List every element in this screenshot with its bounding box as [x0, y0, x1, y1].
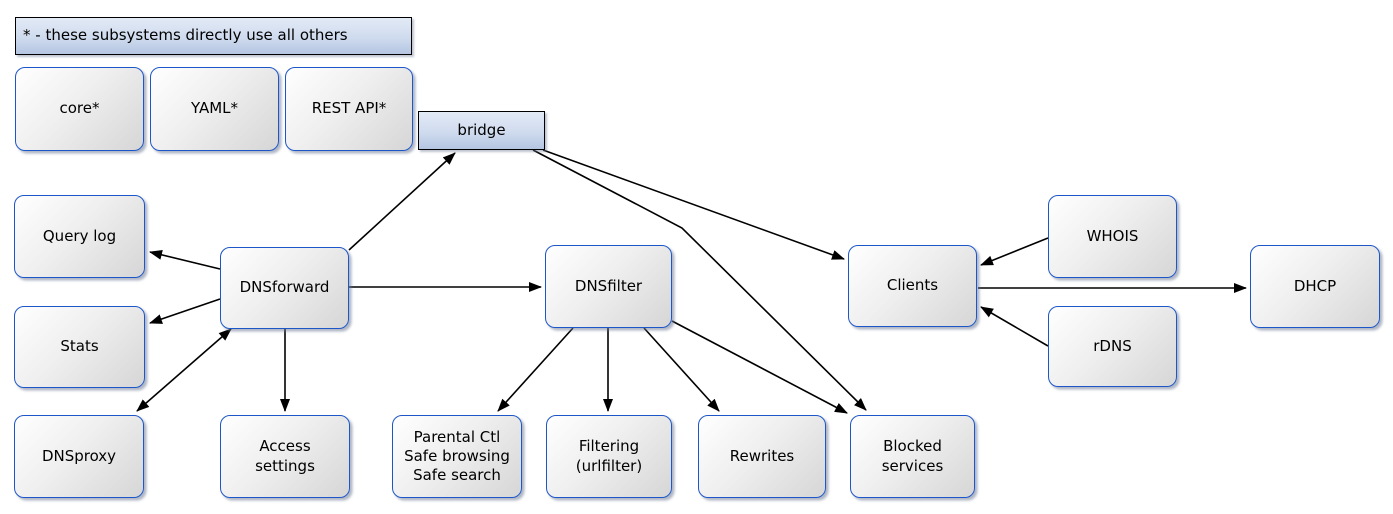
node-whois: WHOIS — [1048, 195, 1177, 278]
node-stats: Stats — [14, 306, 145, 388]
node-access-settings: Access settings — [220, 415, 350, 498]
legend-note: * - these subsystems directly use all ot… — [15, 17, 412, 55]
edge-dnsforward-dnsproxy — [136, 328, 232, 412]
node-core: core* — [15, 67, 144, 151]
node-blocked-services: Blocked services — [850, 415, 975, 498]
node-dnsproxy: DNSproxy — [14, 415, 144, 498]
edge-bridge-clients — [542, 149, 845, 260]
edge-dnsfilter-parental — [497, 327, 574, 412]
node-dnsfilter: DNSfilter — [545, 245, 672, 328]
node-bridge: bridge — [418, 111, 545, 150]
edge-dnsforward-querylog — [149, 249, 221, 270]
edge-dnsfilter-blocked — [671, 320, 848, 414]
node-yaml: YAML* — [150, 67, 279, 151]
edge-dnsforward-stats — [149, 298, 221, 324]
node-rest-api: REST API* — [285, 67, 413, 151]
node-clients: Clients — [848, 245, 977, 327]
node-rewrites: Rewrites — [698, 415, 826, 498]
node-filtering: Filtering (urlfilter) — [546, 415, 672, 498]
edge-rdns-clients — [980, 306, 1049, 347]
edge-dnsforward-bridge — [348, 152, 456, 251]
node-query-log: Query log — [14, 195, 145, 278]
edge-dnsfilter-rewrites — [643, 327, 720, 412]
edge-whois-clients — [980, 237, 1049, 266]
node-rdns: rDNS — [1048, 306, 1177, 387]
node-parental-control: Parental Ctl Safe browsing Safe search — [392, 415, 522, 498]
node-dhcp: DHCP — [1250, 245, 1380, 328]
node-dnsforward: DNSforward — [220, 247, 349, 329]
